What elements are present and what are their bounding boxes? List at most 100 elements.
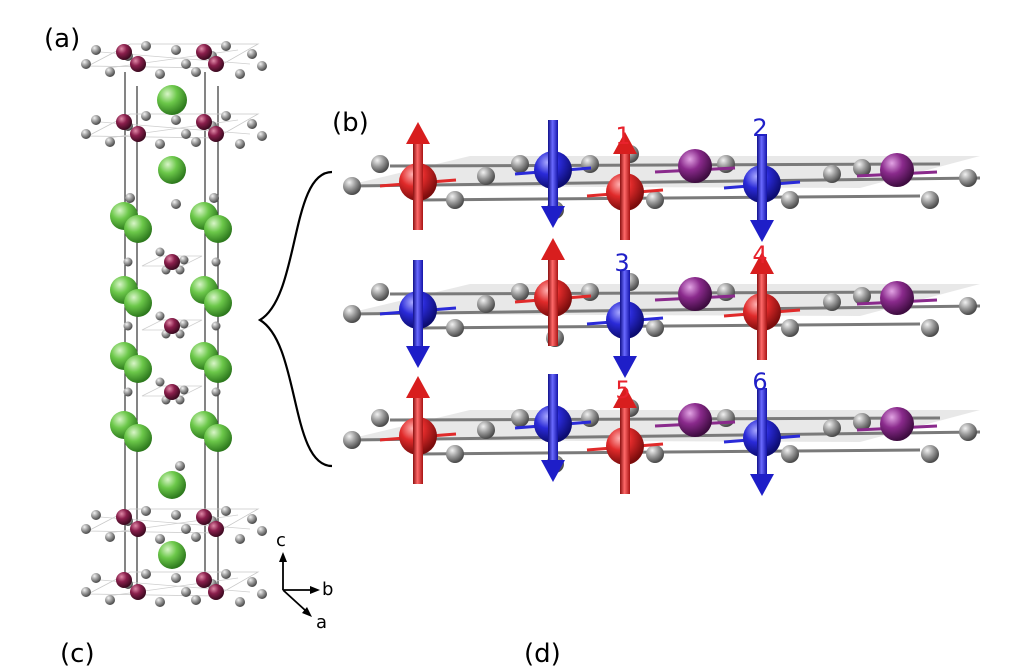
spacer-atom (204, 355, 232, 383)
panel-label-d: (d) (524, 639, 561, 668)
anion-atom (155, 247, 165, 257)
plane-outline (87, 508, 260, 534)
anion-atom (343, 305, 361, 323)
layer-bracket (257, 170, 333, 468)
anion-atom (91, 510, 101, 520)
anion-atom (211, 387, 221, 397)
site-label-5: 5 (615, 376, 630, 404)
magnetic-layer (343, 120, 981, 242)
anion-atom (191, 595, 201, 605)
anion-atom (141, 41, 151, 51)
nonmagnetic-cation (678, 277, 712, 311)
anion-atom (179, 319, 189, 329)
cation-atom (116, 44, 132, 60)
anion-atom (155, 139, 165, 149)
anion-atom (91, 573, 101, 583)
cation-atom (196, 114, 212, 130)
cation-atom (196, 44, 212, 60)
anion-atom (959, 423, 977, 441)
spacer-atom (158, 471, 186, 499)
cation-atom (130, 584, 146, 600)
arrow-head (406, 376, 430, 398)
cation-atom (208, 56, 224, 72)
unit-cell-structure (81, 41, 267, 607)
panel-label-b: (b) (332, 108, 369, 138)
panel-label-a: (a) (44, 24, 80, 54)
spacer-atom (204, 424, 232, 452)
anion-atom (221, 506, 231, 516)
unit-cell-atoms (81, 41, 267, 607)
anion-atom (235, 534, 245, 544)
anion-atom (477, 421, 495, 439)
anion-atom (105, 67, 115, 77)
anion-atom (235, 69, 245, 79)
site-label-4: 4 (752, 241, 767, 269)
anion-atom (123, 257, 133, 267)
arrow-head (613, 132, 637, 154)
metal-anion-bond (349, 304, 981, 316)
spin-up-arrow (406, 376, 430, 484)
anion-atom (446, 319, 464, 337)
arrow-head (541, 460, 565, 482)
anion-atom (211, 257, 221, 267)
anion-atom (105, 137, 115, 147)
anion-atom (343, 177, 361, 195)
anion-atom (646, 445, 664, 463)
site-label-6: 6 (752, 368, 767, 396)
anion-atom (247, 49, 257, 59)
axis-label-b: b (322, 579, 333, 600)
anion-atom (921, 319, 939, 337)
anion-atom (105, 532, 115, 542)
arrow-shaft (413, 142, 423, 230)
anion-atom (155, 377, 165, 387)
anion-atom (221, 111, 231, 121)
nonmagnetic-cation (880, 407, 914, 441)
anion-atom (853, 413, 871, 431)
spacer-atom (158, 541, 186, 569)
cell-plane (81, 569, 267, 607)
anion-atom (921, 191, 939, 209)
anion-atom (371, 409, 389, 427)
anion-atom (191, 532, 201, 542)
spin-down-arrow (406, 260, 430, 368)
anion-atom (511, 409, 529, 427)
cell-plane (81, 41, 267, 79)
anion-atom (81, 524, 91, 534)
spacer-atom (124, 215, 152, 243)
anion-atom (171, 115, 181, 125)
metal-anion-bond (419, 322, 921, 330)
metal-anion-bond (389, 290, 941, 296)
arrow-shaft (620, 270, 630, 358)
magnetic-layers (343, 120, 981, 496)
anion-atom (91, 45, 101, 55)
cation-atom (164, 254, 180, 270)
anion-atom (175, 395, 185, 405)
metal-anion-bond (419, 448, 921, 456)
anion-atom (191, 67, 201, 77)
cation-atom (196, 509, 212, 525)
anion-atom (175, 461, 185, 471)
arrow-shaft (413, 260, 423, 348)
anion-atom (155, 534, 165, 544)
spin-up-arrow (406, 122, 430, 230)
arrow-shaft (620, 406, 630, 494)
plane-outline (87, 113, 260, 139)
anion-atom (921, 445, 939, 463)
anion-atom (91, 115, 101, 125)
nonmagnetic-cation (678, 403, 712, 437)
spin-up-arrow (613, 386, 637, 494)
anion-atom (181, 59, 191, 69)
anion-atom (823, 293, 841, 311)
magnetic-layer (343, 238, 981, 378)
spacer-atom (204, 289, 232, 317)
arrow-head (750, 252, 774, 274)
anion-atom (155, 311, 165, 321)
anion-atom (781, 191, 799, 209)
arrow-head (541, 238, 565, 260)
panel-label-c: (c) (60, 639, 95, 668)
anion-atom (235, 139, 245, 149)
spin-down-arrow (613, 270, 637, 378)
spin-up-arrow (613, 132, 637, 240)
